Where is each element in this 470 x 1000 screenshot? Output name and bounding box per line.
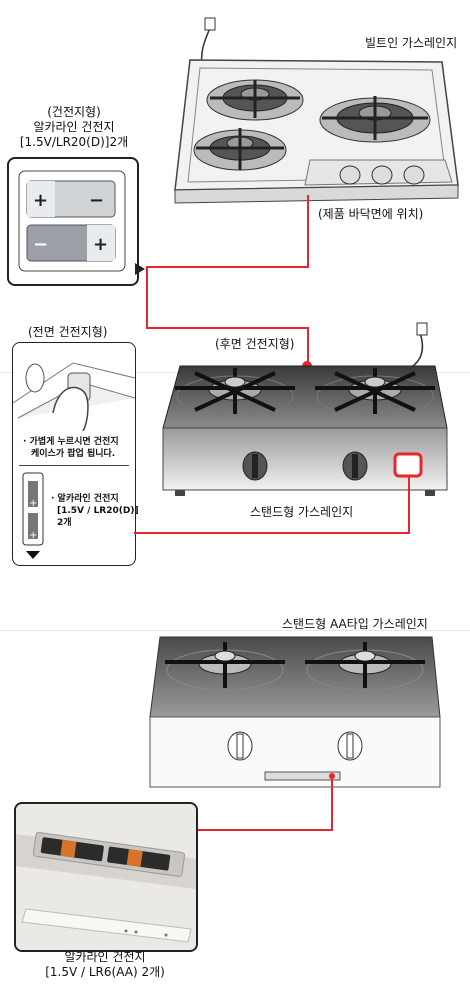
aa-batteries xyxy=(40,837,171,871)
stand-title: 스탠드형 가스레인지 xyxy=(250,505,354,519)
svg-text:−: − xyxy=(89,190,104,211)
plug-icon xyxy=(204,17,216,31)
location-note: (제품 바닥면에 위치) xyxy=(318,207,424,221)
burner-right xyxy=(319,96,431,143)
burner-left xyxy=(165,642,285,691)
front-battery-note: (전면 건전지형) xyxy=(28,325,108,339)
burner-right xyxy=(305,642,425,691)
burner-left-bottom xyxy=(193,128,287,171)
rear-battery-note: (후면 건전지형) xyxy=(215,337,295,351)
svg-text:−: − xyxy=(33,234,48,255)
aa-range-title: 스탠드형 AA타입 가스레인지 xyxy=(282,617,428,631)
connector-line xyxy=(408,477,410,534)
aa-range-illustration xyxy=(149,636,441,788)
hand-press-illustration xyxy=(13,362,135,432)
hand-icon xyxy=(52,386,89,432)
battery-case-icon: + + xyxy=(22,472,44,559)
glass-top xyxy=(162,365,448,429)
connector-line xyxy=(331,776,333,831)
plug-icon xyxy=(416,322,428,336)
power-cord xyxy=(409,332,424,369)
pointer-arrow-icon xyxy=(135,263,145,275)
svg-text:+: + xyxy=(29,530,37,541)
section-divider xyxy=(0,630,470,631)
battery-cell-bottom: − + xyxy=(26,224,116,262)
battery-spec-label: [1.5V/LR20(D)]2개 xyxy=(19,135,129,149)
builtin-title: 빌트인 가스레인지 xyxy=(365,36,458,50)
d-battery-illustration: + − − + xyxy=(18,170,126,272)
svg-text:+: + xyxy=(93,234,108,255)
battery-type-label: (건전지형) xyxy=(47,105,101,119)
burner-left-top xyxy=(206,79,304,121)
control-knobs xyxy=(242,451,368,481)
front-battery-box: · 가볍게 누르시면 건전지 케이스가 팝업 됩니다. + + · 알카라인 건… xyxy=(12,342,139,566)
battery-cell-top: + − xyxy=(26,180,116,218)
battery-slot xyxy=(264,771,341,781)
battery-compartment-highlight xyxy=(393,452,423,478)
builtin-cooktop-illustration xyxy=(174,17,459,204)
aa-battery-illustration xyxy=(16,804,196,950)
control-knobs xyxy=(339,165,425,185)
svg-text:+: + xyxy=(33,190,48,211)
battery-cover xyxy=(21,908,192,943)
builtin-battery-note: (건전지형) 알카라인 건전지 [1.5V/LR20(D)]2개 xyxy=(4,105,144,150)
press-instruction: · 가볍게 누르시면 건전지 케이스가 팝업 됩니다. xyxy=(23,437,119,459)
aa-battery-box xyxy=(14,802,198,952)
battery-name-label: 알카라인 건전지 xyxy=(33,120,115,134)
burner-right xyxy=(315,368,435,417)
glass-top xyxy=(149,636,441,718)
front-battery-spec: · 알카라인 건전지 [1.5V / LR20(D)] 2개 xyxy=(51,494,139,528)
control-knobs xyxy=(227,731,363,761)
aa-battery-spec: 알카라인 건전지 [1.5V / LR6(AA) 2개) xyxy=(45,950,165,979)
arrow-down-icon xyxy=(26,551,40,559)
d-battery-box: + − − + xyxy=(7,157,139,286)
svg-text:+: + xyxy=(29,498,37,509)
burner-left xyxy=(175,368,295,417)
connector-line xyxy=(307,195,309,268)
stand-range-illustration xyxy=(162,322,448,496)
